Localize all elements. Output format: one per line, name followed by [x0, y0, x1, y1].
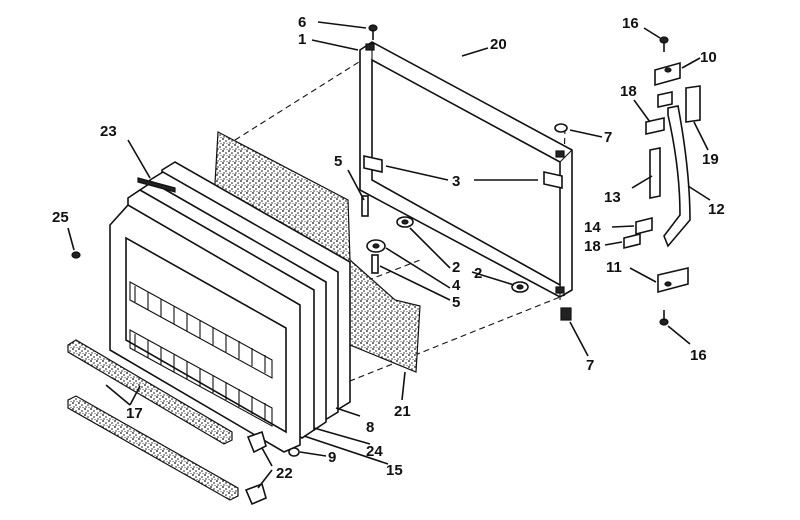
callout-4: 4 — [452, 277, 461, 294]
screws — [71, 24, 669, 457]
callout-18-upper: 18 — [620, 83, 637, 100]
callout-25: 25 — [52, 209, 69, 226]
callout-16-bottom: 16 — [690, 347, 707, 364]
callout-17: 17 — [126, 405, 143, 422]
callout-7-bottom: 7 — [586, 357, 594, 374]
callout-11: 11 — [606, 259, 622, 276]
callout-3: 3 — [452, 173, 460, 190]
callout-8: 8 — [366, 419, 374, 436]
callout-2-upper: 2 — [452, 259, 460, 276]
callout-24: 24 — [366, 443, 383, 460]
trim-strips — [67, 339, 267, 506]
liner-shelf-rails — [129, 281, 273, 427]
callout-2-lower: 2 — [474, 265, 482, 282]
door-stops — [363, 155, 563, 189]
callout-12: 12 — [708, 201, 725, 218]
callout-1: 1 — [298, 31, 306, 48]
callout-13: 13 — [604, 189, 621, 206]
callout-5-lower: 5 — [452, 294, 460, 311]
callout-19: 19 — [702, 151, 719, 168]
grommets — [366, 216, 529, 293]
hinge-assembly — [623, 61, 701, 294]
callout-6: 6 — [298, 14, 306, 31]
callout-21: 21 — [394, 403, 411, 420]
leader-lines — [67, 21, 711, 489]
callout-20: 20 — [490, 36, 507, 53]
callout-16-top: 16 — [622, 15, 639, 32]
callout-7-top: 7 — [604, 129, 612, 146]
outer-door-panel — [359, 41, 573, 298]
inner-door-liner — [109, 203, 301, 453]
callout-18-lower: 18 — [584, 238, 601, 255]
callout-5-upper: 5 — [334, 153, 342, 170]
callout-9: 9 — [328, 449, 336, 466]
callout-23: 23 — [100, 123, 117, 140]
callout-labels: 6 1 20 7 3 5 2 4 5 2 7 21 8 24 15 9 23 2… — [52, 14, 725, 482]
callout-14: 14 — [584, 219, 601, 236]
callout-10: 10 — [700, 49, 717, 66]
callout-15: 15 — [386, 462, 403, 479]
callout-22: 22 — [276, 465, 293, 482]
